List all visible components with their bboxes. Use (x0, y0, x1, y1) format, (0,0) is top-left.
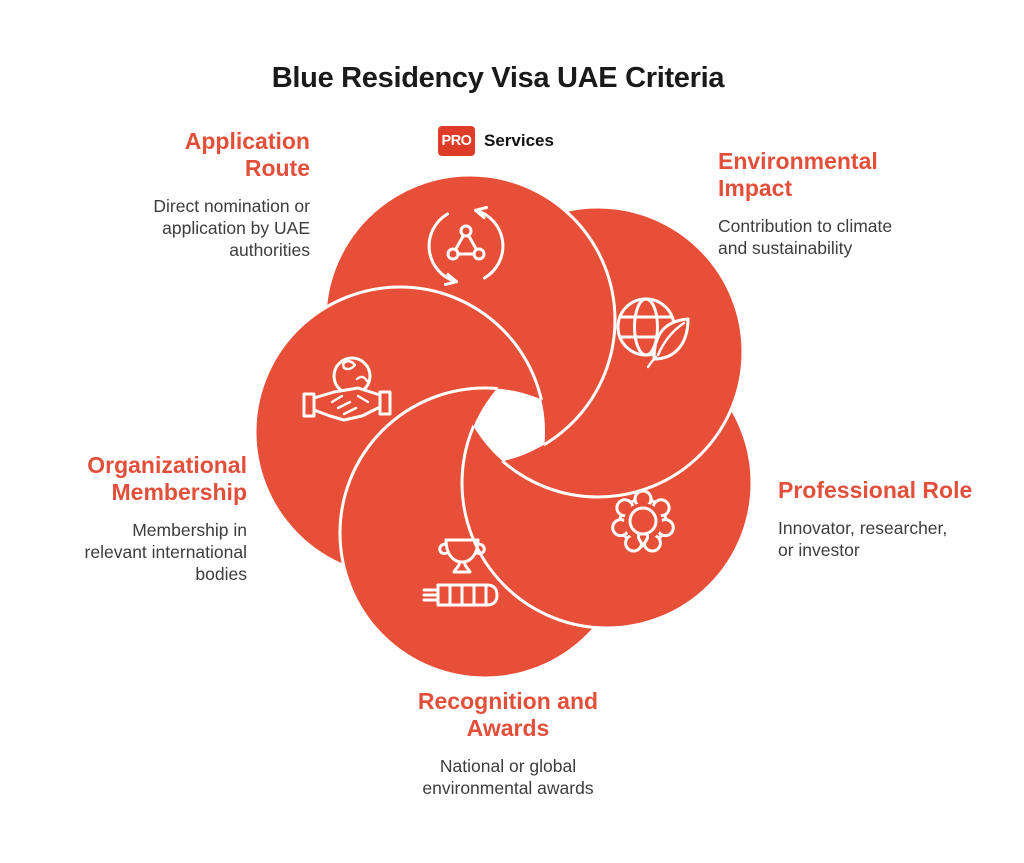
criterion-recognition-awards: Recognition and Awards National or globa… (358, 688, 658, 799)
criterion-description: Direct nomination or application by UAE … (153, 196, 310, 260)
criterion-heading: Organizational Membership (87, 452, 247, 505)
gear-lightbulb-icon (611, 489, 675, 553)
brand-name: Services (484, 131, 554, 150)
criterion-description: National or global environmental awards (422, 756, 594, 798)
criterion-heading: Application Route (184, 128, 310, 181)
criterion-professional-role: Professional Role Innovator, researcher,… (778, 477, 1024, 561)
criterion-description: Innovator, researcher, or investor (778, 518, 948, 560)
petal-outline (460, 336, 754, 630)
brand-badge-icon: PRO (438, 126, 475, 156)
petal-environmental-impact (453, 207, 743, 497)
petal-outline (253, 285, 547, 579)
petal-outline (451, 205, 745, 499)
criterion-heading: Recognition and Awards (417, 688, 599, 741)
criterion-organizational-membership: Organizational Membership Membership in … (0, 452, 247, 585)
brand-logo: PRO Services (438, 126, 554, 156)
criterion-heading: Environmental Impact (718, 148, 878, 201)
trophy-podium-icon (422, 538, 499, 607)
petal-outline (323, 173, 617, 467)
criterion-heading: Professional Role (778, 477, 973, 503)
criterion-application-route: Application Route Direct nomination or a… (28, 128, 310, 261)
handshake-globe-icon (302, 356, 392, 422)
sync-network-icon (427, 206, 505, 286)
criterion-description: Contribution to climate and sustainabili… (718, 216, 893, 258)
criterion-description: Membership in relevant international bod… (84, 520, 247, 584)
page-title: Blue Residency Visa UAE Criteria (271, 62, 725, 94)
globe-leaf-icon (616, 297, 690, 369)
criterion-environmental-impact: Environmental Impact Contribution to cli… (718, 148, 958, 259)
